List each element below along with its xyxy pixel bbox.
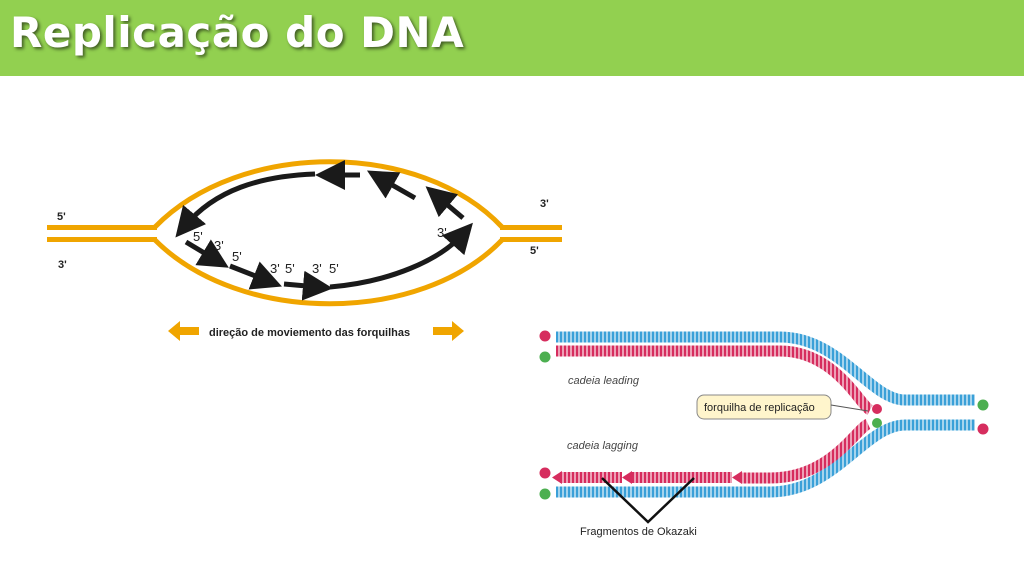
arrow-top-left	[175, 171, 316, 238]
fragment-arrowhead-1	[732, 471, 742, 484]
lagging-fragment-3	[560, 472, 622, 483]
leading-new-strand	[556, 345, 874, 415]
inner-label-1: 5'	[193, 229, 203, 244]
leading-strand-label: cadeia leading	[568, 375, 640, 387]
fork-callout-box	[696, 394, 832, 420]
left-strand-top	[47, 225, 157, 230]
title-bar: Replicação do DNA	[0, 0, 1024, 76]
inner-label-2: 3'	[214, 238, 224, 253]
direction-left-arrow-icon	[168, 321, 199, 341]
label-right-top: 3'	[540, 198, 549, 210]
marker-fork-red	[872, 404, 882, 414]
bottom-parent-strand	[556, 419, 975, 498]
marker-fork-green	[872, 418, 882, 428]
slide-title: Replicação do DNA	[10, 8, 465, 57]
marker-3-bottom-left	[539, 488, 551, 500]
left-strand-bottom	[47, 237, 157, 242]
lagging-fragment-1	[742, 419, 872, 484]
okazaki-label: Fragmentos de Okazaki	[580, 526, 697, 538]
marker-3-top-left	[539, 351, 551, 363]
inner-label-6: 3'	[312, 261, 322, 276]
marker-5-right-bottom	[977, 423, 989, 435]
fork-callout-text: forquilha de replicação	[704, 402, 815, 414]
inner-label-8: 3'	[437, 225, 447, 240]
replication-fork: cadeia leading cadeia lagging forquilha …	[539, 330, 989, 538]
label-right-bottom: 5'	[530, 245, 539, 257]
marker-3-right-top	[977, 399, 989, 411]
inner-label-4: 3'	[270, 261, 280, 276]
fork-callout-pointer	[830, 404, 869, 412]
label-left-top: 5'	[57, 211, 66, 223]
replication-bubble: 5' 3' 3' 5' 5' 3' 5' 3' 5' 3' 5' 3' dire…	[47, 159, 562, 341]
fragment-arrowhead-2	[622, 471, 632, 484]
lagging-fragment-2	[632, 472, 732, 483]
direction-caption: direção de moviemento das forquilhas	[209, 327, 410, 339]
bubble-bottom-strand	[153, 238, 504, 307]
direction-right-arrow-icon	[433, 321, 464, 341]
right-strand-top	[500, 225, 562, 230]
arrow-bottom-3	[283, 270, 333, 301]
fragment-arrowhead-3	[552, 471, 562, 484]
bubble-top-strand	[153, 159, 504, 229]
lagging-strand-label: cadeia lagging	[567, 440, 639, 452]
marker-5-bottom-left	[539, 467, 551, 479]
arrow-bottom-1	[184, 239, 229, 268]
right-strand-bottom	[500, 237, 562, 242]
inner-label-3: 5'	[232, 249, 242, 264]
arrow-right-up	[425, 186, 465, 220]
arrow-bottom-long	[329, 222, 473, 290]
marker-5-top-left	[539, 330, 551, 342]
label-left-bottom: 3'	[58, 259, 67, 271]
okazaki-bracket	[601, 477, 695, 524]
top-parent-strand	[556, 331, 975, 406]
arrow-top-right	[366, 170, 417, 201]
arrow-bottom-2	[229, 261, 282, 290]
inner-label-7: 5'	[329, 261, 339, 276]
inner-label-5: 5'	[285, 261, 295, 276]
